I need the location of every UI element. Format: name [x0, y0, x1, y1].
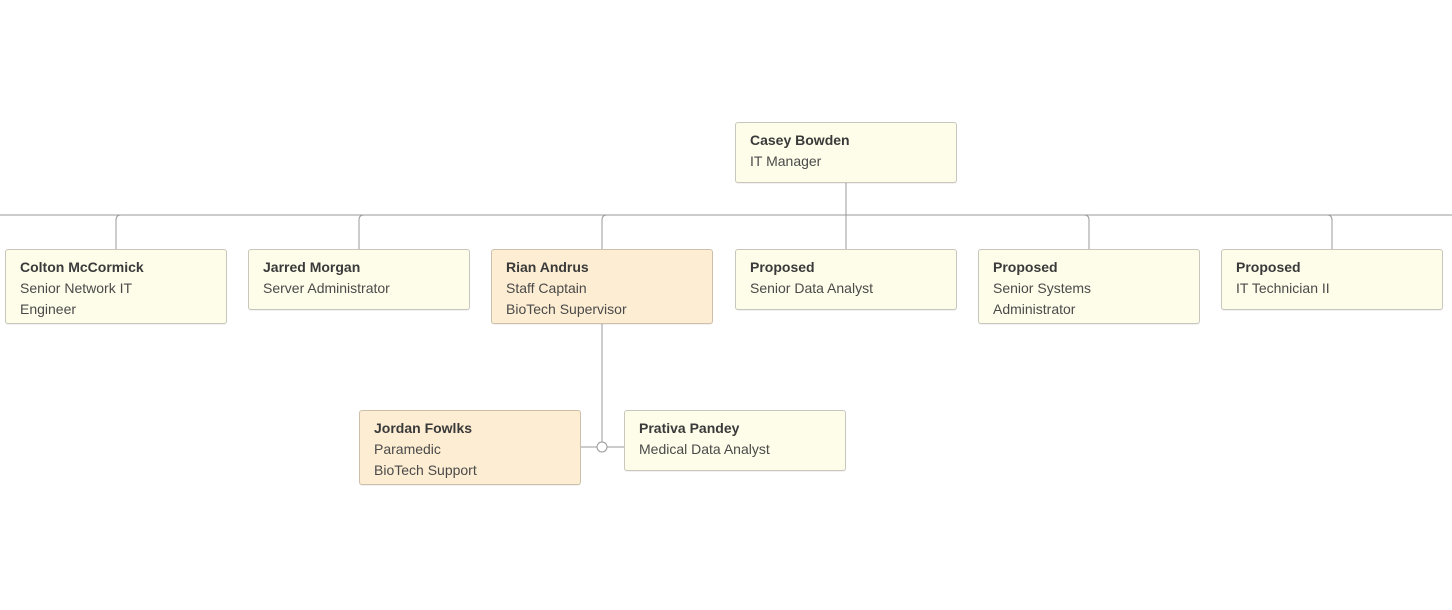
- node-name: Proposed: [750, 259, 815, 275]
- drop-proposed-3: [1326, 214, 1333, 249]
- org-node-rian-andrus[interactable]: Rian Andrus Staff Captain BioTech Superv…: [491, 249, 713, 324]
- node-name: Colton McCormick: [20, 259, 144, 275]
- org-node-proposed-senior-data-analyst[interactable]: Proposed Senior Data Analyst: [735, 249, 957, 310]
- node-name: Proposed: [993, 259, 1058, 275]
- drop-jarred: [358, 214, 365, 249]
- org-node-jordan-fowlks[interactable]: Jordan Fowlks Paramedic BioTech Support: [359, 410, 581, 485]
- org-node-jarred-morgan[interactable]: Jarred Morgan Server Administrator: [248, 249, 470, 310]
- node-title: Administrator: [993, 301, 1076, 317]
- assistant-junction-dot: [596, 441, 608, 453]
- node-title: Medical Data Analyst: [639, 441, 770, 457]
- node-title: Server Administrator: [263, 280, 390, 296]
- node-name: Jarred Morgan: [263, 259, 361, 275]
- node-title: Paramedic: [374, 441, 441, 457]
- org-node-casey-bowden[interactable]: Casey Bowden IT Manager: [735, 122, 957, 183]
- node-title: IT Technician II: [1236, 280, 1330, 296]
- drop-rian: [601, 214, 608, 249]
- node-title: Engineer: [20, 301, 77, 317]
- node-name: Prativa Pandey: [639, 420, 740, 436]
- node-title: BioTech Supervisor: [506, 301, 627, 317]
- node-title: IT Manager: [750, 153, 822, 169]
- org-node-prativa-pandey[interactable]: Prativa Pandey Medical Data Analyst: [624, 410, 846, 471]
- node-title: Staff Captain: [506, 280, 587, 296]
- node-name: Casey Bowden: [750, 132, 850, 148]
- node-title: Senior Systems: [993, 280, 1092, 296]
- drop-proposed-2: [1083, 214, 1090, 249]
- org-node-proposed-senior-systems-administrator[interactable]: Proposed Senior Systems Administrator: [978, 249, 1200, 324]
- node-title: Senior Data Analyst: [750, 280, 873, 296]
- node-name: Proposed: [1236, 259, 1301, 275]
- drop-colton: [115, 214, 122, 249]
- node-title: BioTech Support: [374, 462, 477, 478]
- org-node-proposed-it-technician[interactable]: Proposed IT Technician II: [1221, 249, 1443, 310]
- node-name: Rian Andrus: [506, 259, 589, 275]
- org-node-colton-mccormick[interactable]: Colton McCormick Senior Network IT Engin…: [5, 249, 227, 324]
- node-title: Senior Network IT: [20, 280, 133, 296]
- node-name: Jordan Fowlks: [374, 420, 473, 436]
